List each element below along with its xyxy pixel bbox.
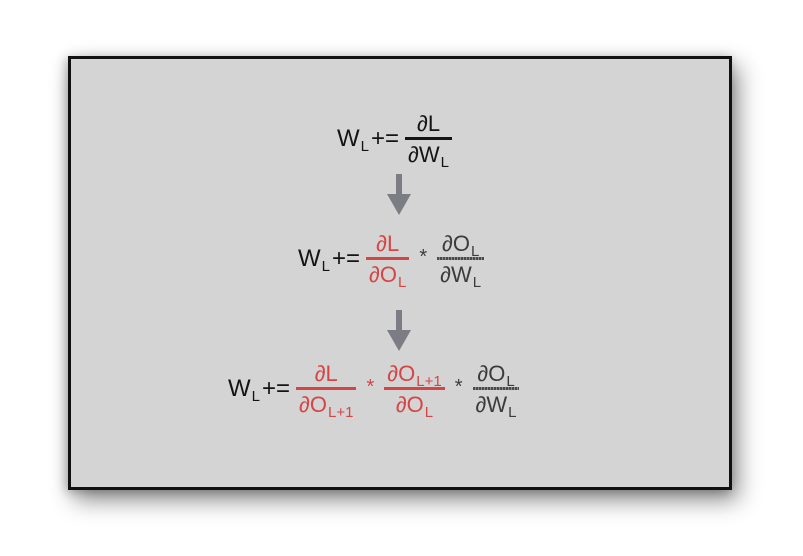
numerator-text: ∂O bbox=[477, 361, 506, 386]
fraction-bar bbox=[296, 387, 357, 391]
fraction-bar bbox=[472, 387, 520, 391]
multiply-operator: * bbox=[366, 376, 375, 399]
arrow-down-icon bbox=[387, 174, 411, 215]
numerator-subscript: L bbox=[470, 243, 480, 260]
fraction-bar bbox=[366, 257, 410, 261]
weight-subscript: L bbox=[360, 138, 369, 156]
denominator-text: ∂O bbox=[299, 392, 328, 418]
numerator-text: ∂L bbox=[314, 361, 338, 386]
denominator-subscript: L bbox=[440, 154, 450, 172]
numerator-subscript: L+1 bbox=[416, 373, 442, 390]
numerator-text: ∂O bbox=[387, 361, 416, 386]
plus-equals-operator: += bbox=[371, 125, 400, 153]
numerator-subscript: L bbox=[506, 373, 515, 390]
weight-symbol: W bbox=[228, 375, 251, 403]
denominator-text: ∂W bbox=[475, 392, 508, 418]
denominator-text: ∂W bbox=[440, 262, 472, 288]
equation-panel bbox=[68, 56, 732, 490]
fraction-numerator: ∂L bbox=[373, 232, 402, 255]
plus-equals-operator: += bbox=[262, 375, 291, 403]
weight-subscript: L bbox=[321, 258, 330, 276]
denominator-subscript: L bbox=[424, 404, 434, 422]
denominator-subscript: L+1 bbox=[328, 404, 354, 422]
fraction-numerator: ∂L bbox=[414, 112, 443, 135]
plus-equals-operator: += bbox=[332, 245, 361, 273]
multiply-operator: * bbox=[419, 246, 428, 269]
fraction-bar bbox=[405, 137, 453, 141]
fraction-bar bbox=[384, 387, 445, 391]
fraction-numerator: ∂L bbox=[312, 362, 341, 385]
denominator-subscript: L bbox=[508, 404, 517, 422]
denominator-subscript: L bbox=[398, 274, 407, 292]
arrow-down-icon bbox=[387, 310, 411, 351]
numerator-text: ∂O bbox=[441, 231, 470, 256]
weight-symbol: W bbox=[337, 125, 360, 153]
multiply-operator: * bbox=[454, 376, 463, 399]
numerator-text: ∂L bbox=[416, 111, 441, 136]
denominator-text: ∂O bbox=[369, 262, 398, 288]
weight-subscript: L bbox=[251, 388, 260, 406]
denominator-text: ∂W bbox=[408, 142, 440, 168]
numerator-text: ∂L bbox=[376, 231, 400, 256]
denominator-subscript: L bbox=[472, 274, 482, 292]
weight-symbol: W bbox=[298, 245, 321, 273]
fraction-bar bbox=[437, 257, 485, 261]
denominator-text: ∂O bbox=[395, 392, 424, 418]
